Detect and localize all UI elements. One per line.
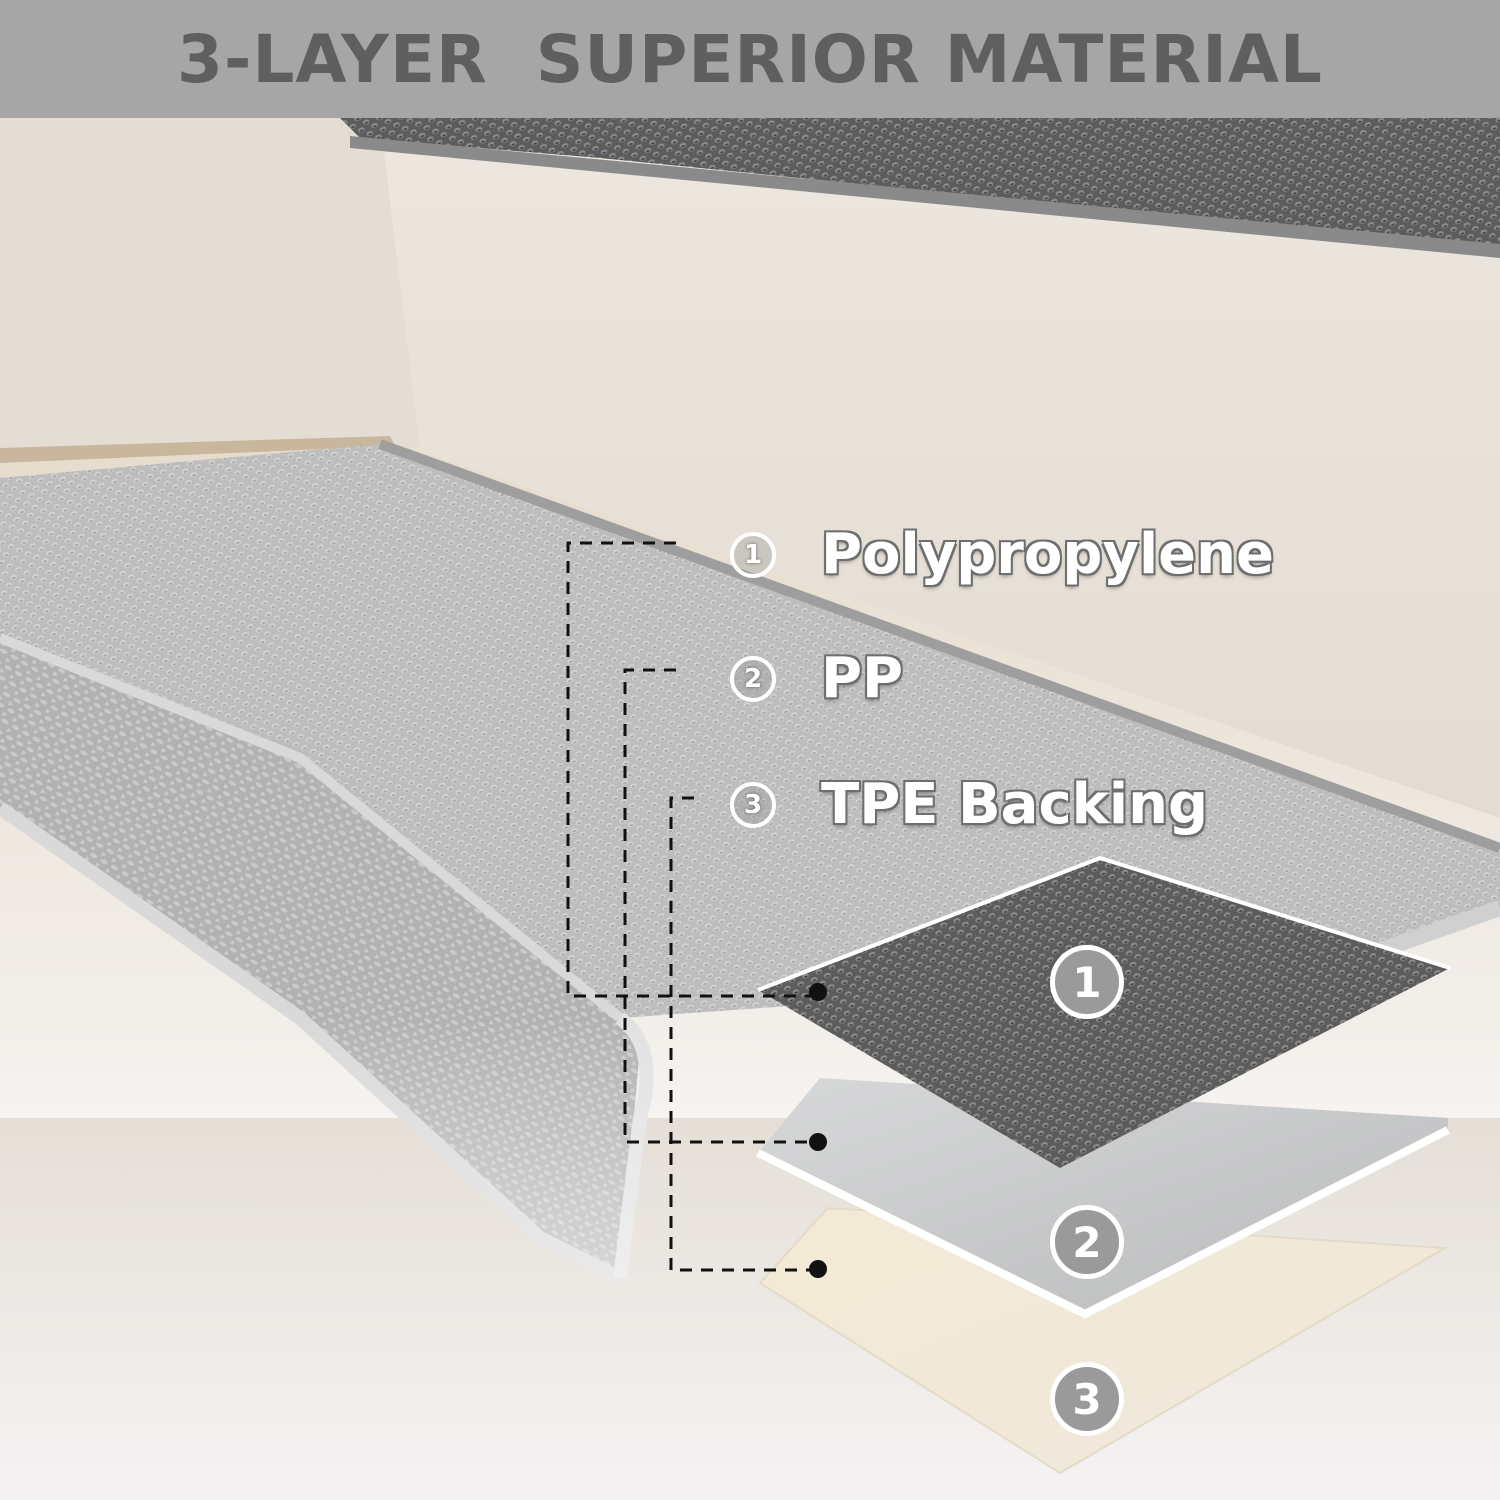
legend-item-polypropylene: 1 Polypropylene (730, 522, 1274, 587)
legend-label: TPE Backing (821, 772, 1209, 837)
stair-tread-illustration (0, 118, 1500, 1500)
layer-2-badge: 2 (1050, 1205, 1124, 1279)
legend-item-pp: 2 PP (730, 646, 903, 711)
product-scene (0, 118, 1500, 1500)
page-title: 3-LAYER SUPERIOR MATERIAL (177, 20, 1323, 98)
leader-lines (566, 541, 815, 1272)
legend-number-badge: 1 (730, 531, 776, 578)
layer-2-pp (758, 1078, 1448, 1314)
header-bar: 3-LAYER SUPERIOR MATERIAL (0, 0, 1500, 118)
layer-1-badge: 1 (1050, 945, 1124, 1019)
layer-3-badge: 3 (1050, 1362, 1124, 1436)
legend-item-tpe-backing: 3 TPE Backing (730, 772, 1208, 837)
legend-label: PP (821, 646, 904, 711)
legend-number-badge: 3 (730, 781, 776, 828)
legend-number-badge: 2 (730, 655, 776, 702)
legend-label: Polypropylene (821, 522, 1275, 587)
